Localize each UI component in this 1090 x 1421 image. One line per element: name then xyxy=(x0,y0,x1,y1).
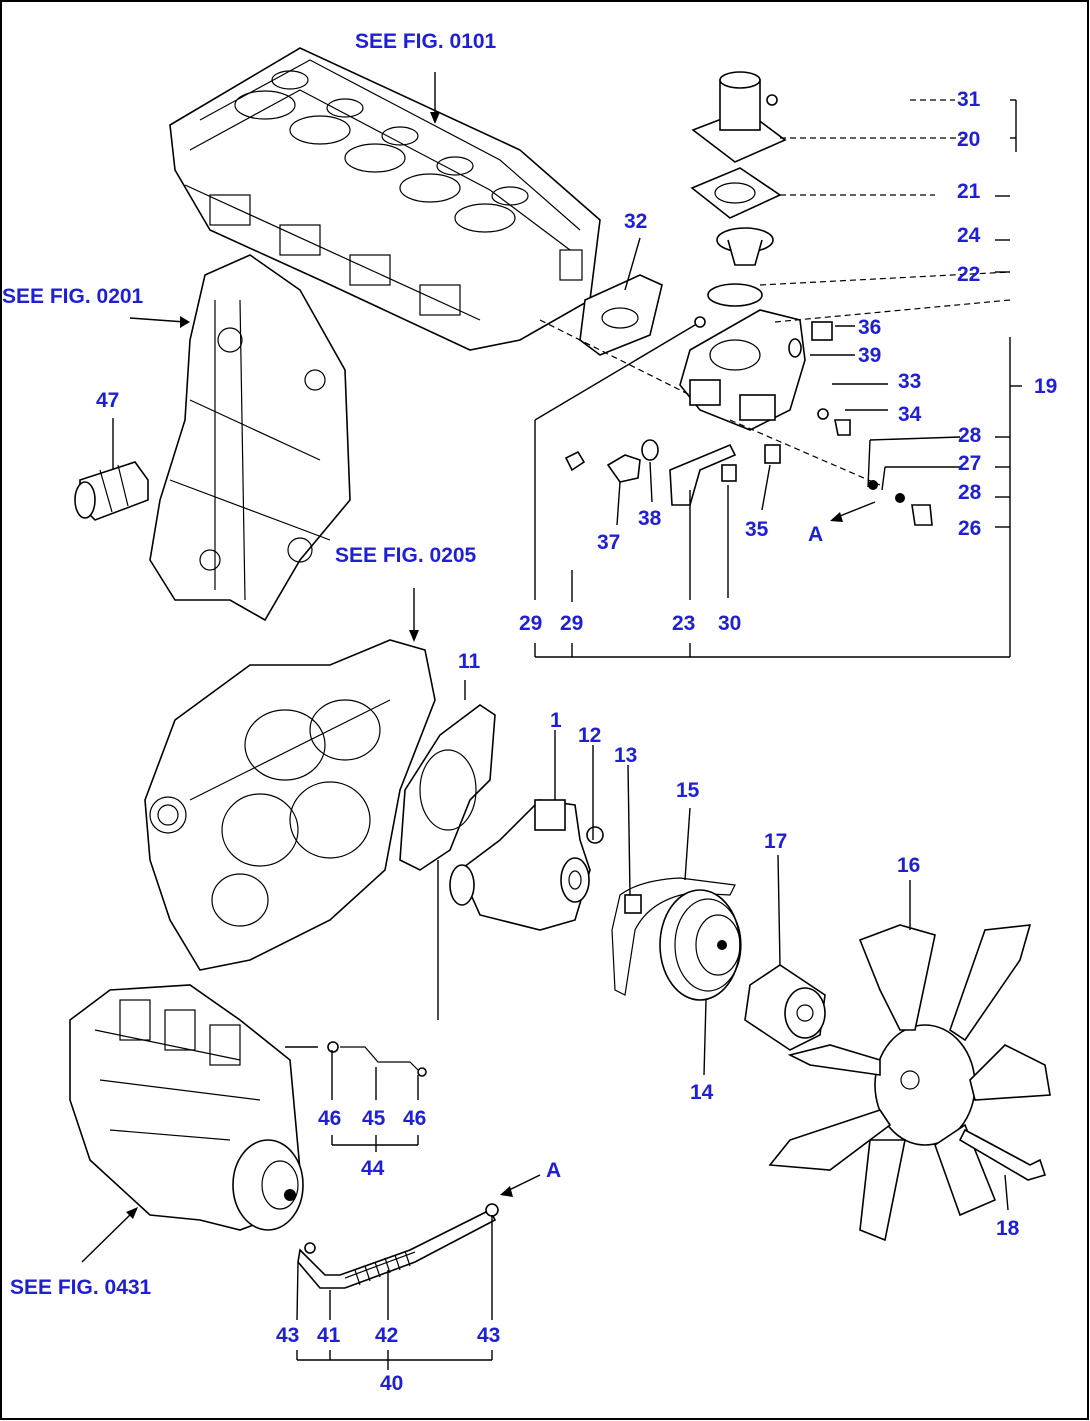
callout-40: 40 xyxy=(380,1372,403,1395)
ref-fig-0431: SEE FIG. 0431 xyxy=(10,1276,152,1299)
thermostat-24 xyxy=(716,227,774,266)
thermostat-housing-20 xyxy=(691,71,787,163)
callout-34: 34 xyxy=(898,403,922,426)
ref-fig-0201: SEE FIG. 0201 xyxy=(2,285,144,308)
callout-24: 24 xyxy=(957,224,981,247)
part-36 xyxy=(788,321,833,358)
part-35 xyxy=(764,444,781,464)
parts-26-27-28 xyxy=(868,480,933,526)
callout-30: 30 xyxy=(718,612,741,635)
bracket-23 xyxy=(669,443,737,506)
callout-12: 12 xyxy=(578,724,601,747)
timing-cover-drawing xyxy=(144,639,436,971)
callout-20: 20 xyxy=(957,128,980,151)
part-29 xyxy=(564,450,586,472)
callout-31: 31 xyxy=(957,88,981,111)
callout-44: 44 xyxy=(361,1157,385,1180)
callout-35: 35 xyxy=(745,518,769,541)
pipe-44-drawing xyxy=(327,1041,427,1077)
callout-36: 36 xyxy=(858,316,881,339)
callout-16: 16 xyxy=(897,854,920,877)
callout-28a: 28 xyxy=(958,424,982,447)
water-flange-19 xyxy=(679,309,806,431)
callout-41: 41 xyxy=(317,1324,341,1347)
callout-43a: 43 xyxy=(276,1324,299,1347)
cylinder-head-drawing xyxy=(169,47,601,351)
callout-26: 26 xyxy=(958,517,981,540)
part-33 xyxy=(817,408,829,420)
callout-19: 19 xyxy=(1034,375,1057,398)
callout-28b: 28 xyxy=(958,481,982,504)
switch-37 xyxy=(606,454,641,483)
injection-pump-drawing xyxy=(69,984,304,1231)
callout-1: 1 xyxy=(550,709,562,732)
callout-33: 33 xyxy=(898,370,921,393)
water-pump-drawing xyxy=(449,799,642,931)
part-34 xyxy=(834,419,851,436)
callout-21: 21 xyxy=(957,180,981,203)
callout-18: 18 xyxy=(996,1217,1020,1240)
gasket-38 xyxy=(641,439,659,461)
callout-23: 23 xyxy=(672,612,695,635)
callout-45: 45 xyxy=(362,1107,386,1130)
hose-42-drawing xyxy=(297,1203,499,1289)
ref-fig-0101: SEE FIG. 0101 xyxy=(355,30,497,53)
o-ring-22 xyxy=(707,283,763,307)
callout-22: 22 xyxy=(957,263,980,286)
connector-a-bottom: A xyxy=(546,1159,561,1182)
callout-17: 17 xyxy=(764,830,787,853)
callout-15: 15 xyxy=(676,779,700,802)
callout-47: 47 xyxy=(96,389,119,412)
callout-39: 39 xyxy=(858,344,881,367)
part-47-drawing xyxy=(74,461,149,521)
callout-42: 42 xyxy=(375,1324,398,1347)
fan-16-drawing xyxy=(768,924,1051,1242)
callout-14: 14 xyxy=(690,1081,714,1104)
callout-32: 32 xyxy=(624,210,647,233)
callout-13: 13 xyxy=(614,744,637,767)
callout-37: 37 xyxy=(597,531,620,554)
callout-46b: 46 xyxy=(403,1107,426,1130)
callout-29a: 29 xyxy=(519,612,542,635)
callout-29b: 29 xyxy=(560,612,583,635)
pulley-14-drawing xyxy=(659,889,742,1001)
part-30 xyxy=(721,464,737,482)
ref-fig-0205: SEE FIG. 0205 xyxy=(335,544,477,567)
callout-11: 11 xyxy=(458,650,481,673)
spacer-17-drawing xyxy=(744,964,826,1051)
connector-a-top: A xyxy=(808,523,823,546)
front-bracket-drawing xyxy=(149,254,351,622)
callout-27: 27 xyxy=(958,452,981,475)
callout-38: 38 xyxy=(638,507,662,530)
callout-43b: 43 xyxy=(477,1324,500,1347)
callout-46a: 46 xyxy=(318,1107,341,1130)
gasket-21 xyxy=(690,167,782,219)
gasket-11 xyxy=(399,704,496,871)
leader-lines xyxy=(81,72,1022,1370)
